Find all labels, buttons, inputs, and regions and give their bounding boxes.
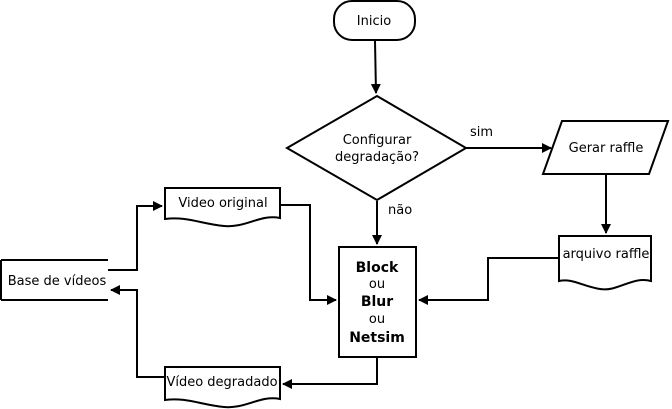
decision-node: Configurar degradação? [285,94,468,202]
edge-start-to-decision [370,40,381,94]
video-database-node: Base de vídeos [0,259,108,301]
decision-label-line1: Configurar [343,133,412,148]
degraded-video-label: Vídeo degradado [166,375,277,390]
raffle-file-label: arquivo raffle [563,247,650,262]
degradation-process-node: Block ou Blur ou Netsim [338,246,417,358]
original-video-node: Video original [164,187,281,228]
start-node: Inicio [333,0,416,41]
degraded-video-node: Vídeo degradado [164,366,281,409]
decision-label-line2: degradação? [335,150,419,165]
generate-raffle-node: Gerar raffle [541,120,670,175]
edge-file-to-process [418,257,559,305]
edge-process-to-degraded [282,357,378,389]
process-option-block: Block [356,260,399,276]
process-or-1: ou [369,277,385,292]
edge-original-to-process [280,204,337,305]
start-node-label: Inicio [357,14,391,29]
edge-database-to-original [108,201,163,271]
edge-label-no: não [388,203,412,218]
process-or-2: ou [369,312,385,327]
process-option-blur: Blur [361,294,393,310]
edge-label-yes: sim [470,125,493,140]
original-video-label: Video original [178,196,267,211]
edge-degraded-to-database [110,285,165,378]
process-option-netsim: Netsim [349,330,405,346]
generate-raffle-label: Gerar raffle [569,141,644,156]
video-database-label: Base de vídeos [8,274,107,289]
raffle-file-node: arquivo raffle [558,235,652,291]
